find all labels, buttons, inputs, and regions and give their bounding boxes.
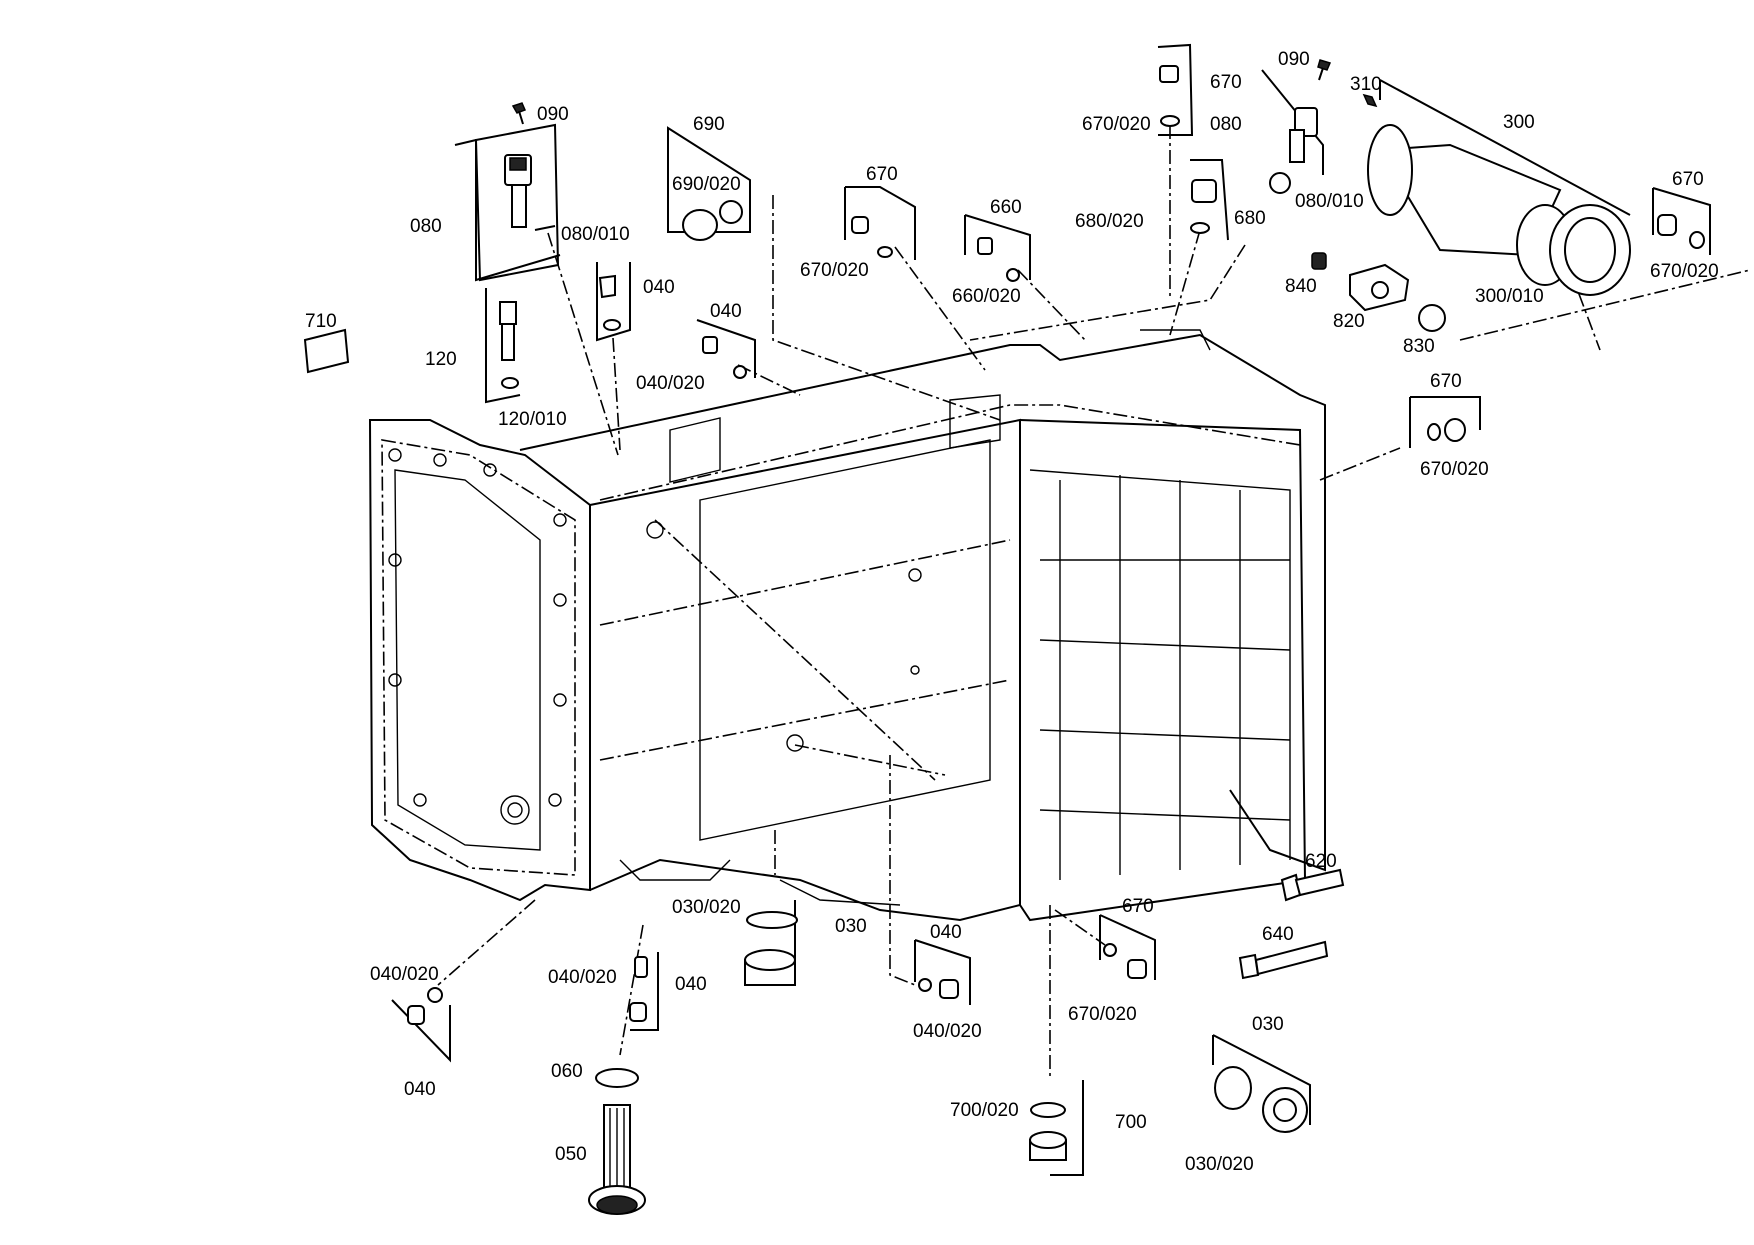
label-080-left: 080 [410, 216, 442, 237]
label-830: 830 [1403, 336, 1435, 357]
label-670-020-d: 670/020 [1420, 459, 1489, 480]
part-number-labels: 710 090 080 080/010 120 120/010 040 040 … [305, 49, 1719, 1175]
label-030-020-lower: 030/020 [672, 897, 741, 918]
label-680-020: 680/020 [1075, 211, 1144, 232]
label-680: 680 [1234, 208, 1266, 229]
label-050: 050 [555, 1144, 587, 1165]
label-660: 660 [990, 197, 1022, 218]
label-310: 310 [1350, 74, 1382, 95]
assembly-leader-lines [437, 125, 1751, 1080]
label-080-right: 080 [1210, 114, 1242, 135]
label-090-left: 090 [537, 104, 569, 125]
label-040-top: 040 [643, 277, 675, 298]
label-820: 820 [1333, 311, 1365, 332]
label-670-e: 670 [1122, 896, 1154, 917]
label-080-010-left: 080/010 [561, 224, 630, 245]
label-040-020-bottom-mid: 040/020 [548, 967, 617, 988]
label-690: 690 [693, 114, 725, 135]
label-120-010: 120/010 [498, 409, 567, 430]
label-670-b: 670 [1210, 72, 1242, 93]
label-060: 060 [551, 1061, 583, 1082]
label-120: 120 [425, 349, 457, 370]
label-040-lower: 040 [930, 922, 962, 943]
label-040-020-bottom-left: 040/020 [370, 964, 439, 985]
label-040-020-lower: 040/020 [913, 1021, 982, 1042]
label-620: 620 [1305, 851, 1337, 872]
transmission-housing [368, 329, 1326, 922]
label-080-010-right: 080/010 [1295, 191, 1364, 212]
label-300: 300 [1503, 112, 1535, 133]
label-670-020-e: 670/020 [1068, 1004, 1137, 1025]
label-710: 710 [305, 311, 337, 332]
label-300-010: 300/010 [1475, 286, 1544, 307]
label-040-bottom-mid: 040 [675, 974, 707, 995]
label-700-020: 700/020 [950, 1100, 1019, 1121]
label-670-d: 670 [1430, 371, 1462, 392]
label-670-020-b: 670/020 [1082, 114, 1151, 135]
label-030-bottom-right: 030 [1252, 1014, 1284, 1035]
label-030-lower: 030 [835, 916, 867, 937]
label-090-right: 090 [1278, 49, 1310, 70]
label-700: 700 [1115, 1112, 1147, 1133]
label-690-020: 690/020 [672, 174, 741, 195]
label-670-c: 670 [1672, 169, 1704, 190]
label-670-a: 670 [866, 164, 898, 185]
parts [407, 59, 1705, 1215]
label-670-020-a: 670/020 [800, 260, 869, 281]
label-660-020: 660/020 [952, 286, 1021, 307]
label-840: 840 [1285, 276, 1317, 297]
label-030-020-bottom-right: 030/020 [1185, 1154, 1254, 1175]
label-040-mid: 040 [710, 301, 742, 322]
label-670-020-c: 670/020 [1650, 261, 1719, 282]
label-640: 640 [1262, 924, 1294, 945]
label-040-020-mid: 040/020 [636, 373, 705, 394]
label-040-bottom-left: 040 [404, 1079, 436, 1100]
